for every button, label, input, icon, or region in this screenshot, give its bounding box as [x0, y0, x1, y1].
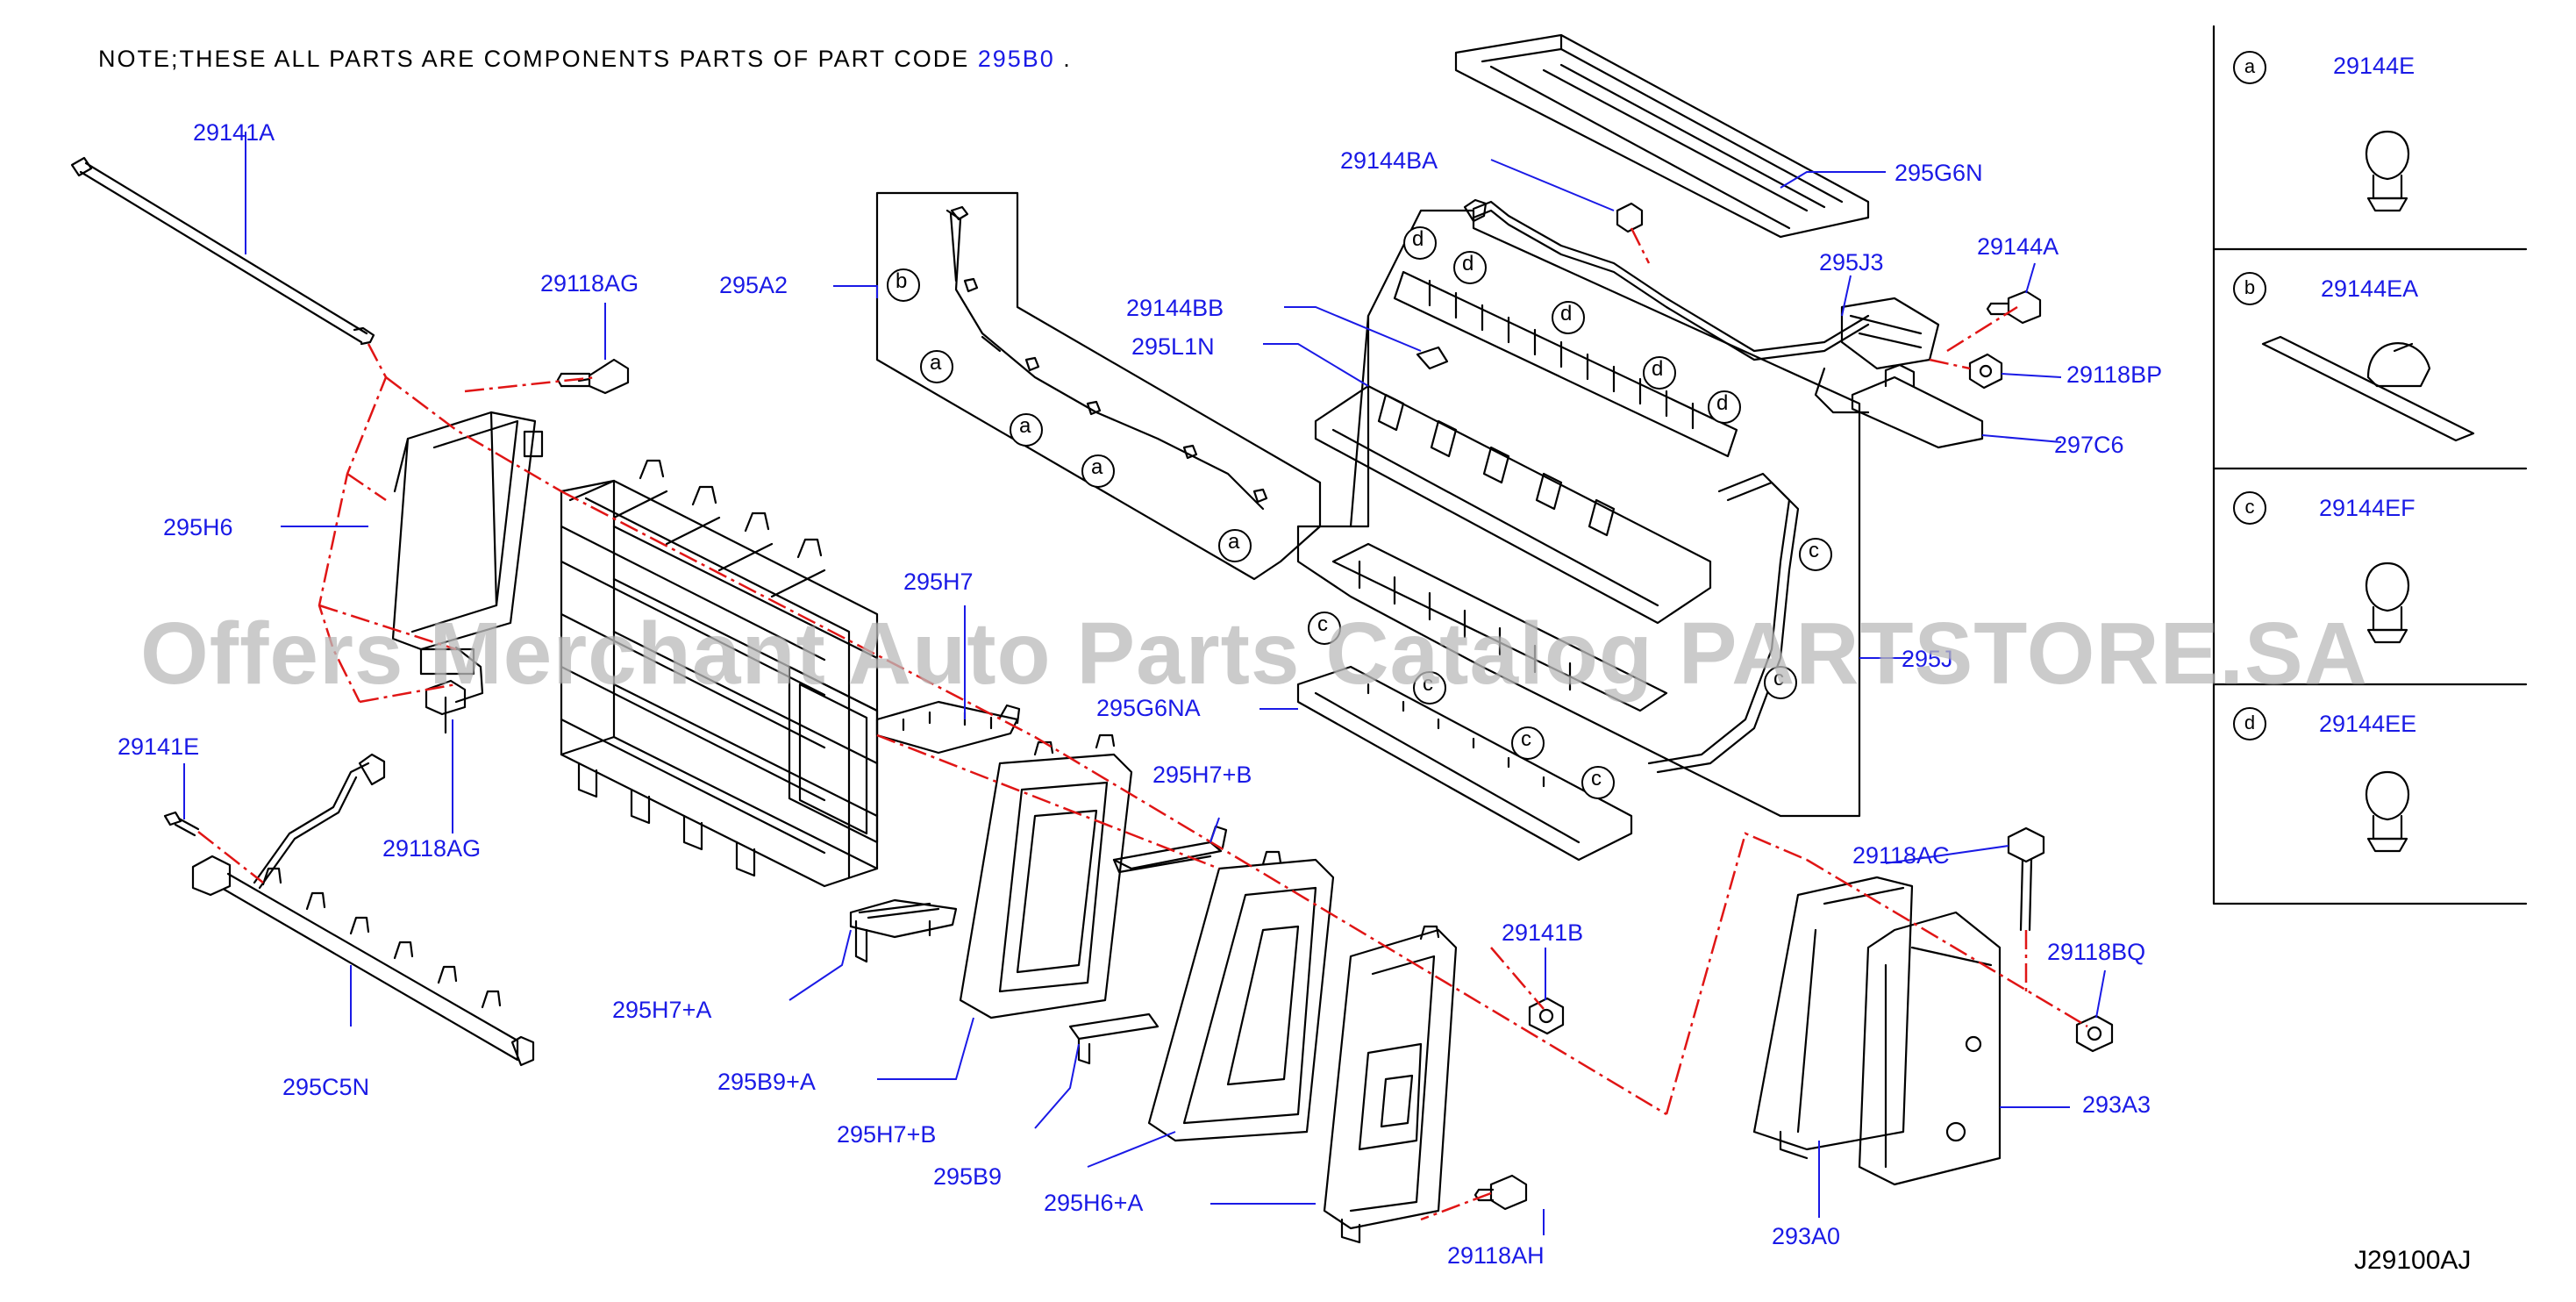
label-29118AC[interactable]: 29118AC: [1852, 842, 1950, 869]
legend-letter-d: d: [2233, 707, 2266, 740]
label-295L1N[interactable]: 295L1N: [1131, 333, 1215, 360]
callout-letter-c: c: [1591, 767, 1602, 790]
parts-note: NOTE;THESE ALL PARTS ARE COMPONENTS PART…: [98, 46, 1072, 73]
label-29144BA[interactable]: 29144BA: [1340, 147, 1438, 174]
label-293A0[interactable]: 293A0: [1772, 1223, 1841, 1249]
label-29144BB[interactable]: 29144BB: [1126, 295, 1224, 321]
label-29141A[interactable]: 29141A: [193, 119, 275, 146]
harness-295C5N: [191, 753, 535, 1067]
module-293A0: [1752, 876, 1914, 1160]
note-text: NOTE;THESE ALL PARTS ARE COMPONENTS PART…: [98, 46, 978, 72]
label-293A3[interactable]: 293A3: [2082, 1091, 2151, 1118]
legend-part-29144EF[interactable]: 29144EF: [2319, 495, 2415, 521]
label-295G6N[interactable]: 295G6N: [1895, 160, 1983, 186]
callout-letter-c: c: [1773, 667, 1784, 690]
nut-29118BP: [1968, 353, 2003, 390]
plate-295H7A: [849, 898, 958, 963]
bolt-29118AC: [2007, 826, 2045, 932]
legend-letter-a: a: [2233, 51, 2266, 84]
label-29118BQ[interactable]: 29118BQ: [2047, 939, 2146, 965]
case-295B9: [1147, 850, 1335, 1142]
leader-lines: [183, 132, 2106, 1235]
callout-circles: [887, 226, 1832, 799]
plate-295H7B-lower: [1068, 1012, 1160, 1065]
cover-295G6N: [1454, 33, 1870, 239]
callout-letter-c: c: [1809, 539, 1819, 562]
callout-letter-c: c: [1423, 672, 1433, 696]
plate-295H7: [875, 700, 1021, 755]
bolt-29118AH: [1474, 1174, 1528, 1211]
label-29118BP[interactable]: 29118BP: [2066, 361, 2163, 388]
legend-letter-b: b: [2233, 272, 2266, 305]
note-part-code-link[interactable]: 295B0: [977, 46, 1055, 72]
callout-letter-c: c: [1521, 727, 1531, 751]
label-295H7A[interactable]: 295H7+A: [612, 997, 712, 1023]
assembly-lines: [197, 227, 2088, 1221]
label-295H7B-upper[interactable]: 295H7+B: [1152, 762, 1252, 788]
nut-29141B: [1528, 997, 1565, 1035]
bolt-29118AG-top: [556, 358, 630, 395]
label-295C5N[interactable]: 295C5N: [282, 1074, 370, 1100]
legend-icon-29144EA: [2261, 335, 2475, 442]
label-295J[interactable]: 295J: [1902, 646, 1953, 672]
tray-295G6NA: [1296, 665, 1633, 862]
label-295B9A[interactable]: 295B9+A: [717, 1069, 816, 1095]
legend-frame: [2212, 25, 2528, 905]
callout-letter-c: c: [1317, 612, 1328, 636]
battery-module-stack: [560, 459, 879, 888]
connector-blocks-d: [1393, 270, 1738, 458]
callout-letter-d: d: [1652, 357, 1664, 381]
long-bolt-29141A: [70, 156, 375, 346]
bracket-297C6: [1851, 363, 1984, 449]
clip-29144A: [1986, 290, 2042, 325]
label-297C6[interactable]: 297C6: [2054, 432, 2124, 458]
bracket-295H6A: [1323, 925, 1458, 1244]
label-295J3[interactable]: 295J3: [1819, 249, 1884, 275]
callout-letter-d: d: [1462, 252, 1474, 275]
legend-icon-29144EF: [2365, 562, 2409, 644]
callout-letter-a: a: [1091, 455, 1103, 479]
callout-letter-a: a: [930, 351, 942, 375]
harness-295A2-group: [875, 191, 1322, 581]
callout-letter-d: d: [1412, 227, 1424, 251]
callout-letter-b: b: [896, 269, 908, 293]
label-295H6A[interactable]: 295H6+A: [1044, 1190, 1144, 1216]
nut-29118BQ: [2075, 1014, 2114, 1053]
callout-letter-d: d: [1716, 391, 1729, 415]
label-29141E[interactable]: 29141E: [118, 733, 200, 760]
legend-part-29144E[interactable]: 29144E: [2333, 53, 2415, 79]
legend-part-29144EE[interactable]: 29144EE: [2319, 711, 2417, 737]
legend-icon-29144E: [2365, 130, 2409, 212]
harness-295J3: [1463, 198, 1940, 414]
legend-letter-c: c: [2233, 491, 2266, 525]
callout-letter-a: a: [1228, 530, 1240, 554]
label-295G6NA[interactable]: 295G6NA: [1096, 695, 1201, 721]
callout-letter-a: a: [1019, 414, 1031, 438]
label-29118AG-bottom[interactable]: 29118AG: [382, 835, 482, 862]
label-295B9[interactable]: 295B9: [933, 1163, 1003, 1190]
legend-part-29144EA[interactable]: 29144EA: [2321, 275, 2419, 302]
bolt-29118AG-bottom: [425, 679, 467, 734]
callout-letter-d: d: [1560, 302, 1573, 326]
label-29141B[interactable]: 29141B: [1502, 919, 1584, 946]
watermark: Offers Merchant Auto Parts Catalog PARTS…: [140, 604, 2368, 703]
label-295A2[interactable]: 295A2: [719, 272, 788, 298]
label-29118AG-top[interactable]: 29118AG: [540, 270, 639, 297]
clip-29144BA: [1616, 202, 1644, 233]
label-295H6[interactable]: 295H6: [163, 514, 233, 540]
harness-295J-group: [1296, 209, 1861, 818]
label-29144A[interactable]: 29144A: [1977, 233, 2059, 260]
connector-blocks-c: [1331, 472, 1800, 774]
label-29118AH[interactable]: 29118AH: [1447, 1242, 1545, 1269]
module-293A3: [1858, 911, 2002, 1186]
bracket-295H6: [391, 411, 544, 704]
note-tail: .: [1054, 46, 1072, 72]
label-295H7[interactable]: 295H7: [903, 569, 974, 595]
bolt-29141E: [163, 811, 200, 837]
legend-icon-29144EE: [2365, 770, 2409, 853]
diagram-reference-code: J29100AJ: [2354, 1246, 2472, 1275]
label-295H7B-lower[interactable]: 295H7+B: [837, 1121, 937, 1148]
